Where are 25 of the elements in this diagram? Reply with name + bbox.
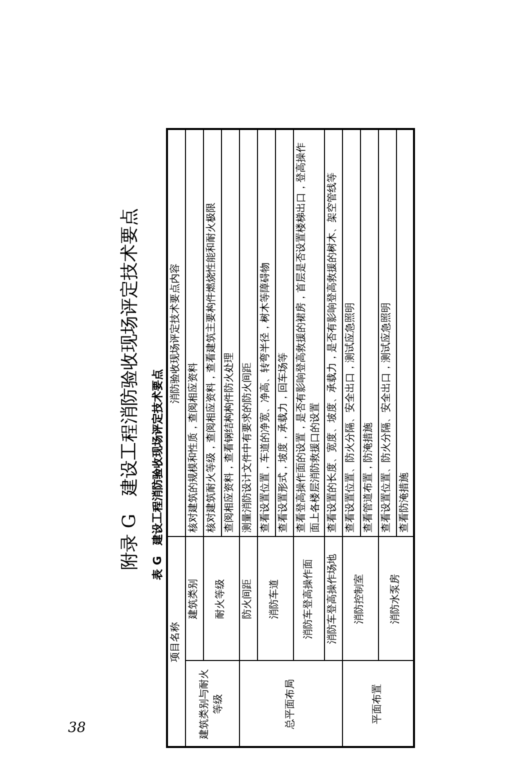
table-cell: 消防车道	[257, 537, 293, 661]
table-caption: 表 G 建设工程消防验收现场评定技术要点	[150, 369, 165, 580]
table-cell: 查看设置位置，车道的净宽、净高、转弯半径，树木等障碍物	[257, 129, 275, 537]
table-cell: 建筑类别与耐火等级	[185, 661, 239, 747]
table-cell: 建筑类别	[185, 537, 203, 661]
table-cell: 查看设置的长度、宽度、坡度、承载力，是否有影响登高救援的树木、架空管线等	[324, 129, 342, 537]
header-cell: 项目名称	[167, 537, 185, 747]
table-cell: 查看管道布置，防淹措施	[360, 129, 378, 537]
table-cell: 查看登高操作面的设置，是否有影响登高救援的裙房，首层是否设置楼梯出口，登高操作面上各楼层消防救援口的设置	[293, 129, 324, 537]
table-cell: 总平面布局	[239, 661, 342, 747]
header-cell: 消防验收现场评定技术要点内容	[167, 129, 185, 537]
table-cell: 耐火等级	[203, 537, 239, 661]
table-cell: 消防控制室	[342, 537, 378, 661]
table-cell: 查看设置位置、防火分隔、安全出口，测试应急照明	[378, 129, 396, 537]
title: 附录 G 建设工程消防验收现场评定技术要点	[118, 208, 141, 570]
page-number: 38	[68, 719, 86, 738]
table-cell: 核对建筑耐火等级，查阅相应资料，查看建筑主要构件燃烧性能和耐火极限	[203, 129, 221, 537]
table-cell: 消防车登高操作面	[293, 537, 324, 661]
table-cell: 核对建筑的规模和性质，查阅相应资料	[185, 129, 203, 537]
table-cell: 查看设置形式，坡度，承载力，回车场等	[275, 129, 293, 537]
table-cell: 防火间距	[239, 537, 257, 661]
table-cell: 测量消防设计文件中有要求的防火间距	[239, 129, 257, 537]
table-cell: 查阅相应资料，查看钢结构构件防火处理	[221, 129, 239, 537]
table-cell: 消防车登高操作场地	[324, 537, 342, 661]
table-cell: 查看设置位置、防火分隔、安全出口，测试应急照明	[342, 129, 360, 537]
